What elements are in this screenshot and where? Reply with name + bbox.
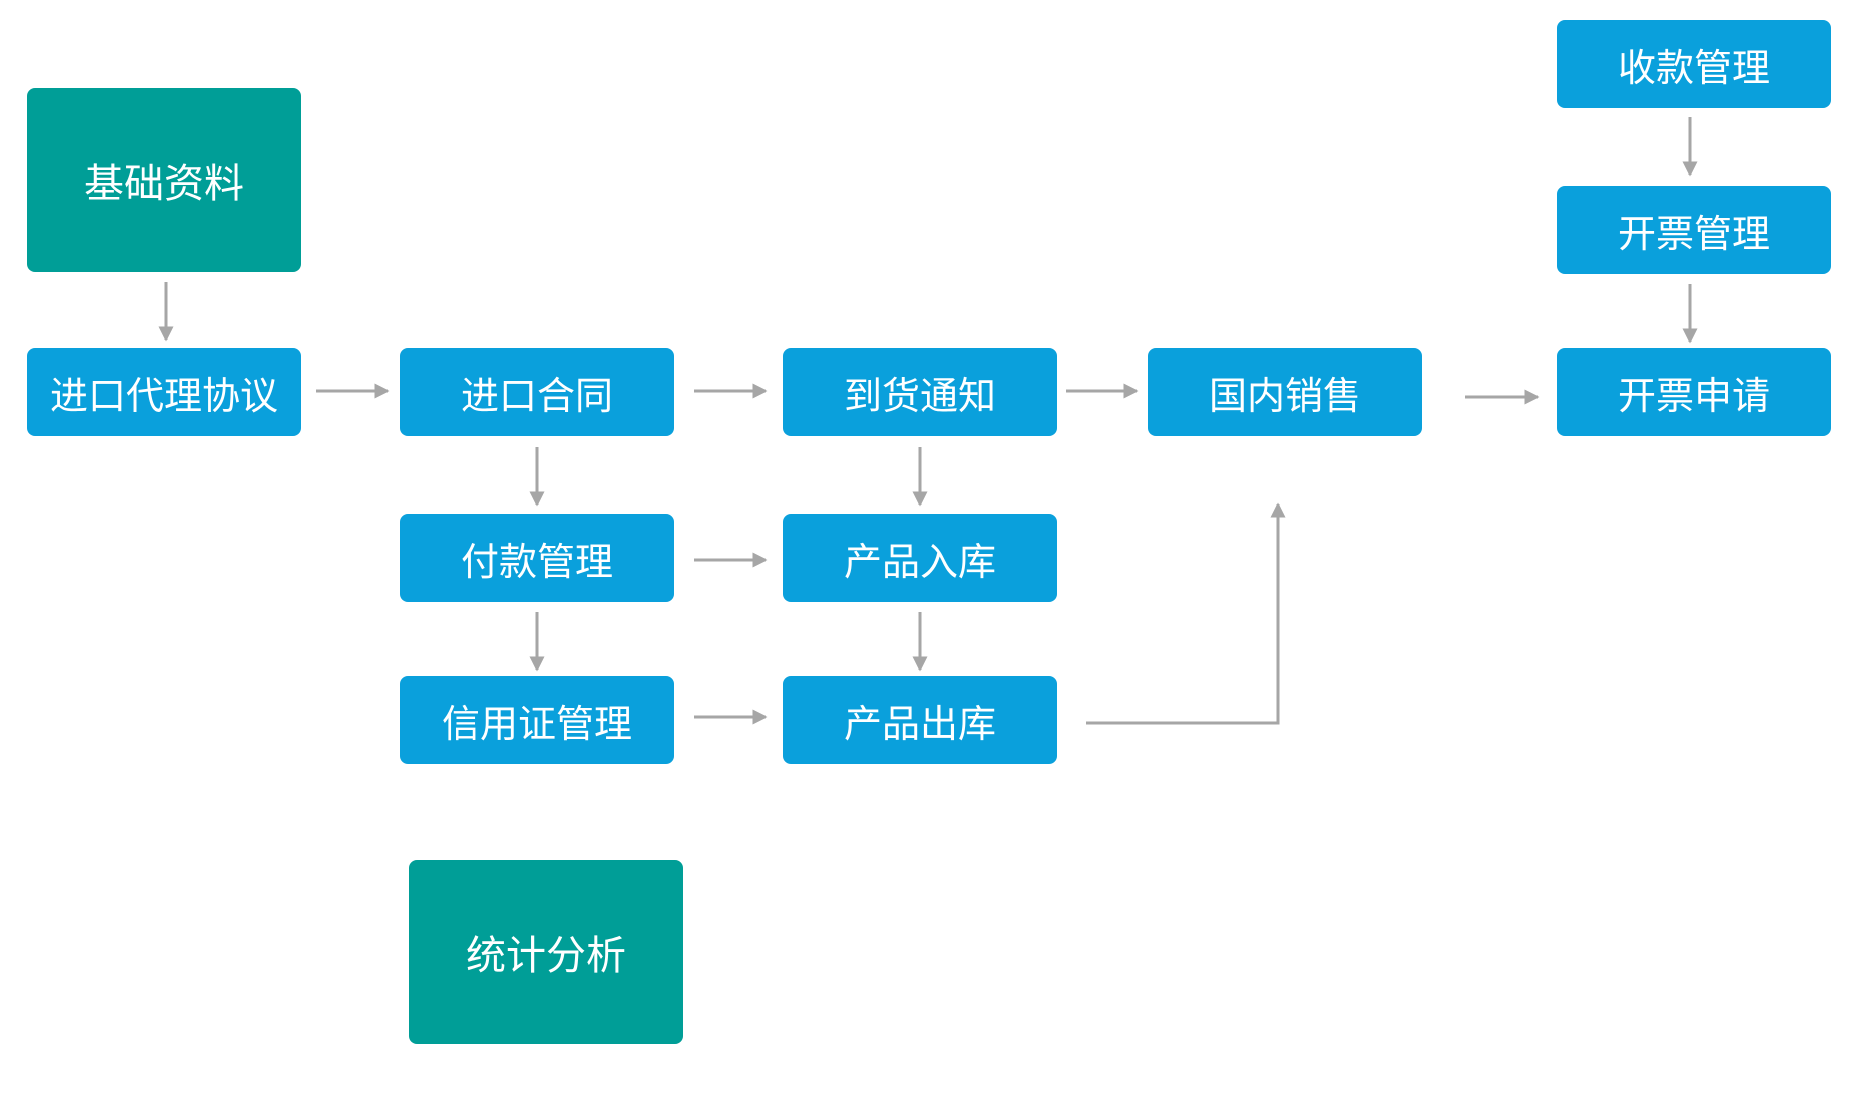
- product-inbound-label: 产品入库: [843, 539, 996, 584]
- letter-of-credit-management-box[interactable]: 信用证管理: [400, 676, 674, 764]
- invoicing-management-box[interactable]: 开票管理: [1557, 186, 1831, 274]
- basic-data-box[interactable]: 基础资料: [27, 88, 301, 272]
- invoice-application-box[interactable]: 开票申请: [1557, 348, 1831, 436]
- import-agency-agreement-box[interactable]: 进口代理协议: [27, 348, 301, 436]
- statistical-analysis-box[interactable]: 统计分析: [409, 860, 683, 1044]
- arrival-notice-label: 到货通知: [843, 373, 996, 418]
- collection-management-label: 收款管理: [1617, 45, 1770, 90]
- product-outbound-label: 产品出库: [843, 701, 996, 746]
- payment-management-label: 付款管理: [460, 539, 613, 584]
- import-contract-box[interactable]: 进口合同: [400, 348, 674, 436]
- product-inbound-box[interactable]: 产品入库: [783, 514, 1057, 602]
- domestic-sales-box[interactable]: 国内销售: [1148, 348, 1422, 436]
- domestic-sales-label: 国内销售: [1208, 373, 1361, 418]
- import-agency-agreement-label: 进口代理协议: [49, 373, 278, 418]
- invoicing-management-label: 开票管理: [1617, 211, 1770, 256]
- collection-management-box[interactable]: 收款管理: [1557, 20, 1831, 108]
- letter-of-credit-management-label: 信用证管理: [441, 701, 632, 746]
- arrow-outbound-to-domestic-sales: [1086, 502, 1286, 725]
- product-outbound-box[interactable]: 产品出库: [783, 676, 1057, 764]
- import-contract-label: 进口合同: [460, 373, 613, 418]
- basic-data-label: 基础资料: [84, 161, 244, 207]
- arrival-notice-box[interactable]: 到货通知: [783, 348, 1057, 436]
- payment-management-box[interactable]: 付款管理: [400, 514, 674, 602]
- statistical-analysis-label: 统计分析: [466, 933, 626, 979]
- invoice-application-label: 开票申请: [1617, 373, 1770, 418]
